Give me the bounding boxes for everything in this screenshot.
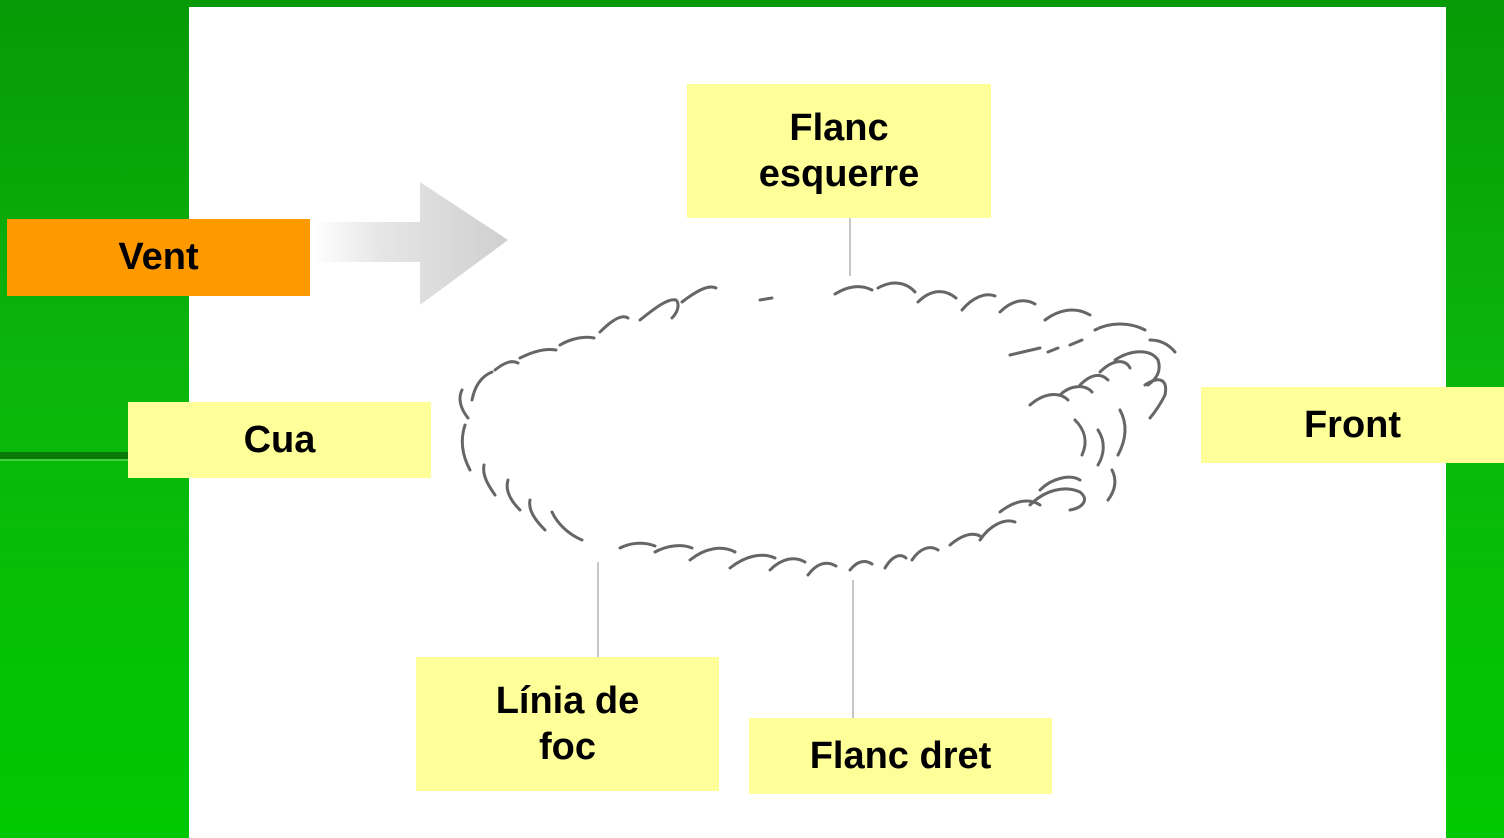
slide-divider: [0, 452, 189, 459]
tail-label: Cua: [128, 402, 431, 478]
fire-perimeter-icon: [458, 281, 1177, 577]
right-flank-label: Flanc dret: [749, 718, 1052, 794]
left-flank-label-line1: Flanc: [789, 107, 889, 149]
fire-line-label-line1: Línia de: [495, 680, 640, 722]
left-flank-label: Flanc esquerre: [687, 84, 991, 218]
slide-divider-highlight: [0, 459, 189, 461]
wind-arrow-icon: [312, 182, 508, 305]
wind-label: Vent: [7, 219, 310, 296]
fire-line-label: Línia de foc: [416, 657, 719, 791]
left-flank-label-line2: esquerre: [758, 153, 920, 195]
front-label: Front: [1201, 387, 1504, 463]
fire-line-label-line2: foc: [539, 726, 596, 768]
